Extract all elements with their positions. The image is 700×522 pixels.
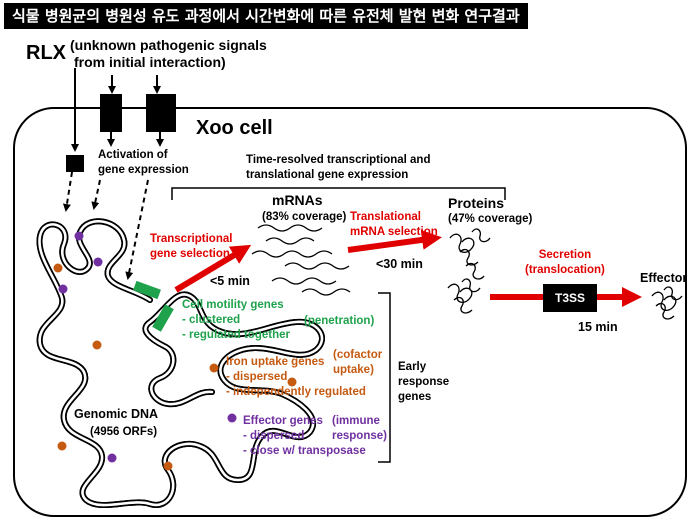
xoo-cell-outline <box>13 107 687 517</box>
time-resolved-line1: Time-resolved transcriptional and <box>246 154 431 166</box>
time-resolved-bracket <box>171 187 506 200</box>
iron-gene-dot <box>163 461 173 471</box>
transcriptional-line2: gene selection <box>150 248 230 260</box>
motility-genes-block: Cell motility genes - clustered - regula… <box>182 298 290 343</box>
time-resolved-label: Time-resolved transcriptional and transl… <box>246 153 430 183</box>
effector-role-line2: response) <box>332 430 387 442</box>
time-resolved-line2: translational gene expression <box>246 169 409 181</box>
secreted-protein-shape <box>447 278 481 314</box>
secretion-line2: (translocation) <box>525 264 605 276</box>
early-response-label: Early response genes <box>398 360 449 405</box>
transcription-time: <5 min <box>210 274 250 288</box>
iron-gene-dot <box>92 340 102 350</box>
activation-line2: gene expression <box>98 164 189 176</box>
proteins-coverage: (47% coverage) <box>448 213 533 225</box>
motility-gene-segment-2 <box>152 304 174 332</box>
translation-time: <30 min <box>376 257 423 271</box>
membrane-receptor-1 <box>100 94 122 132</box>
genomic-dna-label: Genomic DNA <box>74 407 159 421</box>
secretion-line1: Secretion <box>538 249 592 261</box>
translation-arrow <box>347 229 442 253</box>
activation-dashed-arrow-3 <box>125 179 149 280</box>
genomic-dna-strand <box>39 221 322 505</box>
effector-gene-dot <box>107 453 117 463</box>
secretion-time: 15 min <box>578 320 618 334</box>
iron-genes-block: Iron uptake genes - dispersed - independ… <box>226 355 366 400</box>
iron-gene-dot <box>53 263 63 273</box>
transcriptional-selection-label: Transcriptional gene selection <box>150 232 232 262</box>
effector-protein-shape <box>651 286 683 320</box>
effector-genes-block: Effector genes - dispersed - close w/ tr… <box>243 414 366 459</box>
motility-title: Cell motility genes <box>182 299 284 311</box>
early-response-bracket <box>378 292 391 463</box>
iron-gene-dot <box>209 363 219 373</box>
early-line2: response <box>398 376 450 388</box>
iron-item-1: - dispersed <box>226 371 288 383</box>
effector-gene-dot <box>74 231 84 241</box>
proteins-label: Proteins <box>448 195 505 211</box>
early-line1: Early <box>398 361 427 373</box>
transcriptional-line1: Transcriptional <box>150 233 233 245</box>
mrna-squiggles <box>251 224 351 296</box>
iron-role: (cofactor uptake) <box>333 348 382 378</box>
motility-role: (penetration) <box>304 315 375 327</box>
motility-gene-segment-1 <box>133 280 161 300</box>
effector-gene-dot <box>227 413 237 423</box>
effector-item-1: - dispersed <box>243 430 305 442</box>
effector-role-line1: (immune <box>332 415 380 427</box>
mrnas-label: mRNAs <box>272 192 323 208</box>
effector-gene-dot <box>58 284 68 294</box>
iron-role-line2: uptake) <box>333 364 374 376</box>
activation-dashed-arrow-2 <box>91 179 101 210</box>
iron-item-2: - independently regulated <box>226 386 366 398</box>
translational-selection-label: Translational mRNA selection <box>350 210 438 240</box>
rlx-receptor-box <box>66 155 84 172</box>
secretion-label: Secretion (translocation) <box>525 248 605 278</box>
page-title: 식물 병원균의 병원성 유도 과정에서 시간변화에 따른 유전체 발현 변화 연… <box>4 3 528 29</box>
effector-gene-dot <box>93 257 103 267</box>
early-line3: genes <box>398 391 432 403</box>
activation-label: Activation of gene expression <box>98 148 189 178</box>
motility-item-2: - regulated together <box>182 329 290 341</box>
iron-title: Iron uptake genes <box>226 356 325 368</box>
iron-gene-dot <box>287 377 297 387</box>
transcription-arrow <box>174 244 252 293</box>
activation-line1: Activation of <box>98 149 168 161</box>
rlx-label: RLX <box>26 42 66 64</box>
effector-title: Effector genes <box>243 415 323 427</box>
unknown-signals-line1: (unknown pathogenic signals <box>70 37 267 53</box>
iron-role-line1: (cofactor <box>333 349 383 361</box>
unknown-signals-line2: from initial interaction) <box>74 54 226 70</box>
activation-dashed-arrow-1 <box>62 171 73 212</box>
effector-label: Effector <box>640 271 688 285</box>
mrnas-coverage: (83% coverage) <box>262 211 347 223</box>
t3ss-box: T3SS <box>543 284 597 312</box>
genomic-dna-orfs: (4956 ORFs) <box>90 426 158 438</box>
translational-line1: Translational <box>350 211 421 223</box>
effector-item-2: - close w/ transposase <box>243 445 366 457</box>
protein-shapes <box>449 228 491 280</box>
iron-gene-dot <box>57 441 67 451</box>
translational-line2: mRNA selection <box>350 226 438 238</box>
motility-item-1: - clustered <box>182 314 241 326</box>
membrane-receptor-2 <box>146 94 176 132</box>
effector-role: (immune response) <box>332 414 387 444</box>
xoo-cell-label: Xoo cell <box>196 117 273 139</box>
